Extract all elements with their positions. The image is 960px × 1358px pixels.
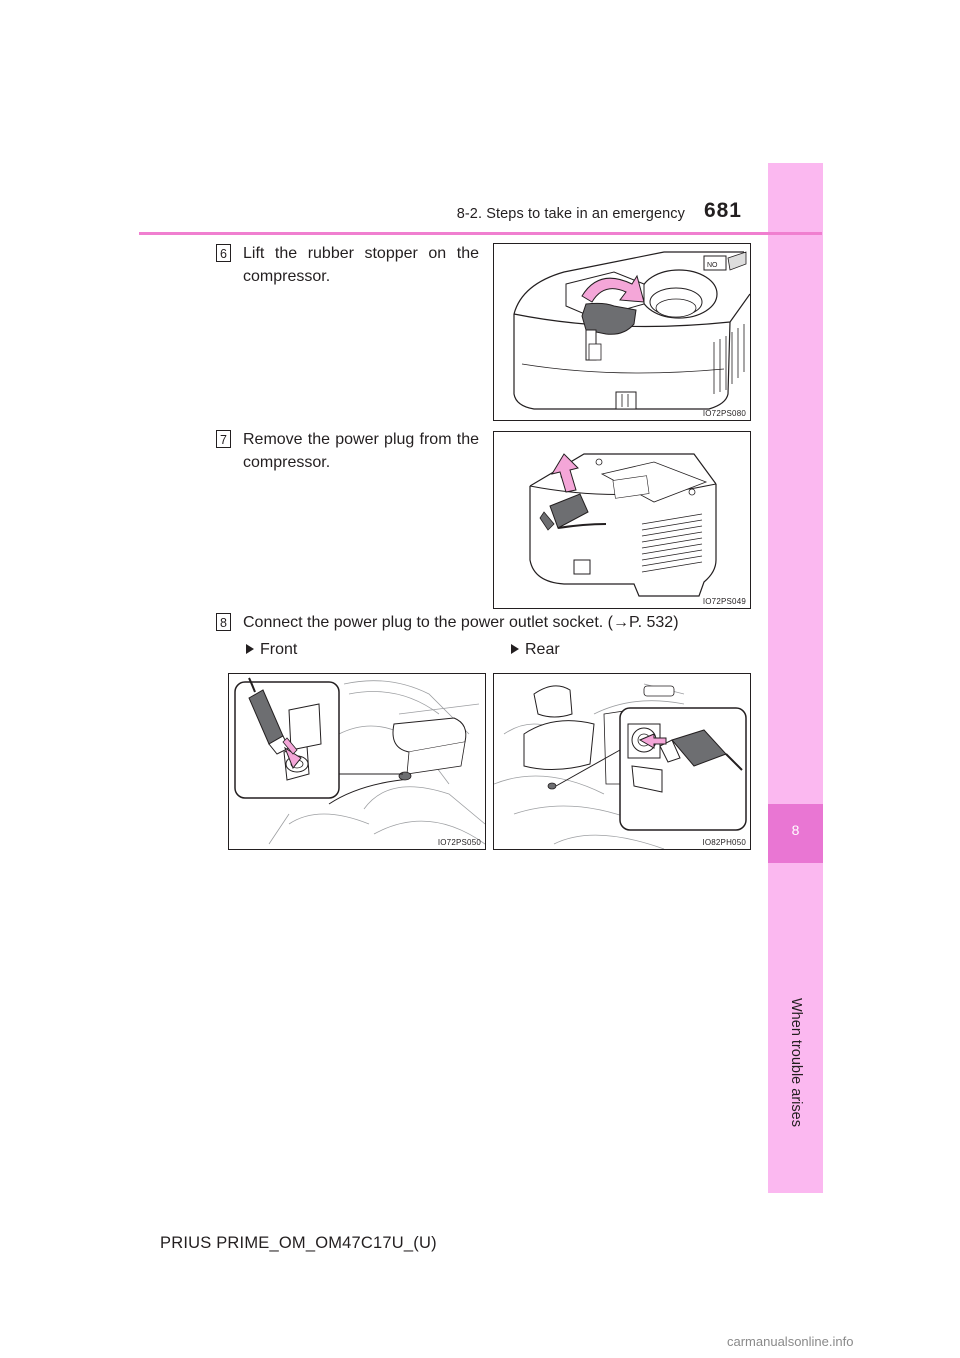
rear-outlet-illustration	[494, 683, 747, 849]
front-outlet-label: Front	[246, 640, 297, 660]
document-id: PRIUS PRIME_OM_OM47C17U_(U)	[160, 1234, 437, 1252]
figure-code: IO72PS050	[437, 838, 481, 847]
rear-outlet-figure: IO82PH050	[493, 673, 751, 850]
chapter-side-tab	[768, 163, 823, 1193]
section-title: 8-2. Steps to take in an emergency	[456, 206, 685, 222]
chapter-number-block	[768, 804, 823, 863]
header-rule	[139, 232, 822, 235]
chapter-title: When trouble arises	[788, 998, 804, 1127]
power-plug-removal-illustration	[529, 453, 717, 597]
triangle-bullet-icon	[246, 644, 254, 654]
chapter-title-text: When trouble arises	[788, 998, 804, 1127]
figure-code: IO72PS080	[702, 409, 746, 418]
compressor-stopper-figure: NO IO72PS080	[493, 243, 751, 421]
power-plug-removal-figure: IO72PS049	[493, 431, 751, 609]
step-8-text: Connect the power plug to the power outl…	[243, 614, 679, 631]
step-number-6: 6	[216, 244, 231, 262]
front-outlet-illustration	[234, 677, 485, 845]
page-number: 681	[703, 199, 742, 222]
watermark: carmanualsonline.info	[727, 1334, 854, 1349]
compressor-stopper-illustration: NO	[513, 251, 750, 410]
step-7-text: Remove the power plug from the compresso…	[243, 431, 479, 471]
step-6-text: Lift the rubber stopper on the compresso…	[243, 245, 479, 285]
rear-label-text: Rear	[525, 641, 560, 658]
svg-text:NO: NO	[707, 262, 718, 269]
chapter-number: 8	[791, 822, 800, 838]
front-outlet-figure: IO72PS050	[228, 673, 486, 850]
front-label-text: Front	[260, 641, 298, 658]
step-number-8: 8	[216, 613, 231, 631]
figure-code: IO72PS049	[702, 597, 746, 606]
triangle-bullet-icon	[511, 644, 519, 654]
figure-code: IO82PH050	[702, 838, 746, 847]
step-number-7: 7	[216, 430, 231, 448]
rear-outlet-label: Rear	[511, 640, 560, 660]
